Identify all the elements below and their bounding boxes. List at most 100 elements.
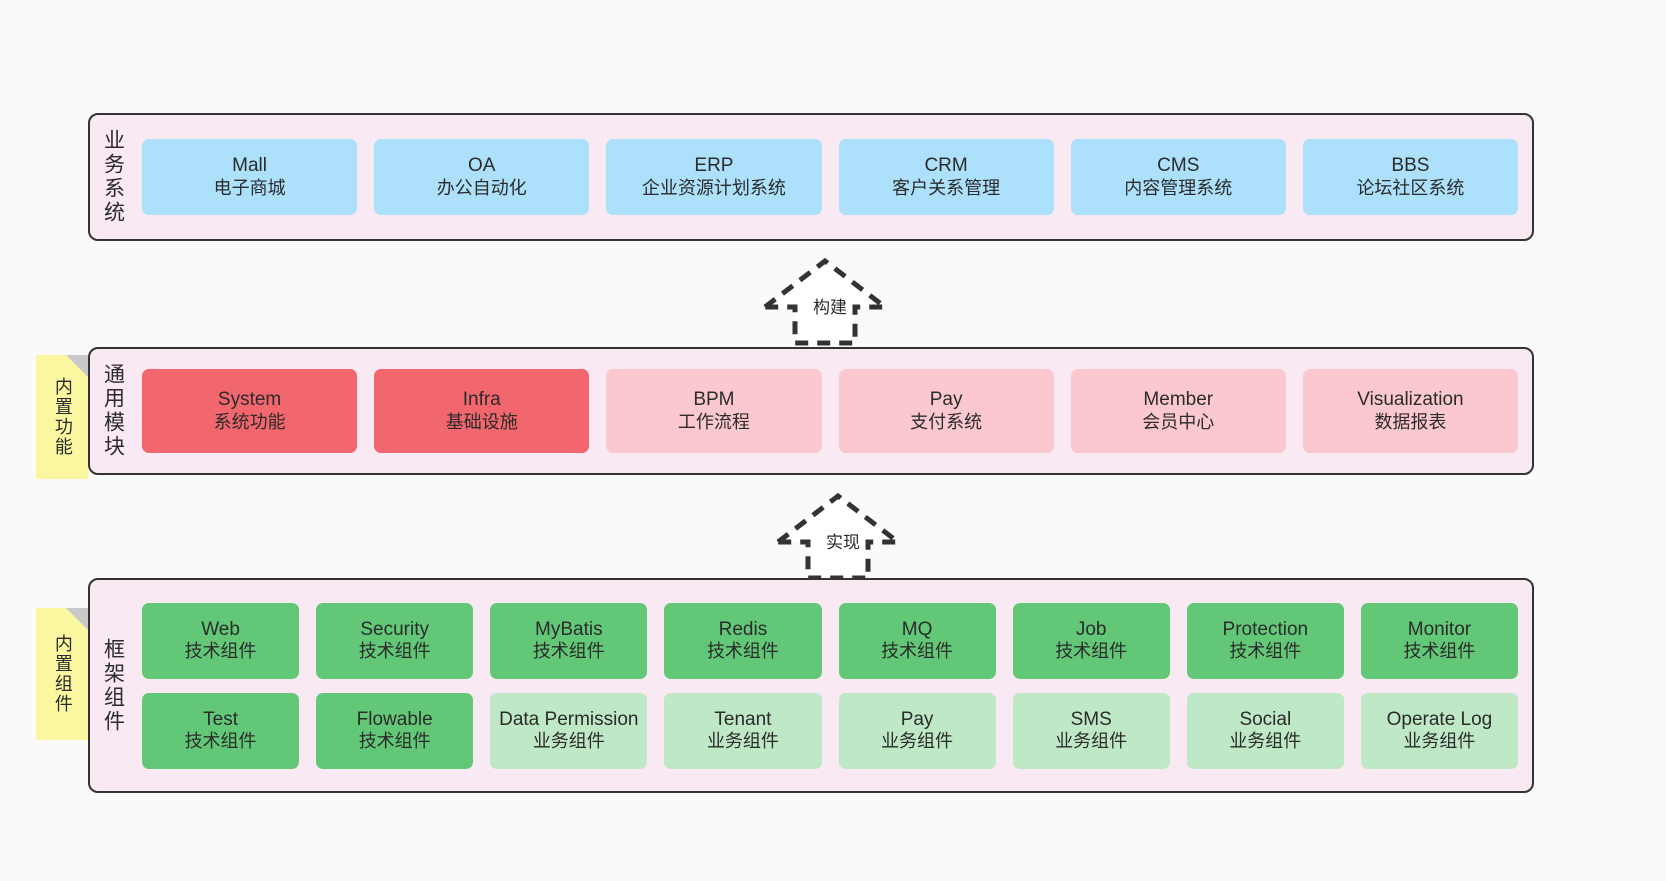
- card-erp-sub: 企业资源计划系统: [641, 177, 786, 198]
- card-visualization-sub: 数据报表: [1374, 411, 1447, 432]
- card-flowable-name: Flowable: [356, 708, 433, 730]
- card-redis-sub: 技术组件: [706, 641, 779, 662]
- card-mybatis-sub: 技术组件: [532, 641, 605, 662]
- card-monitor-sub: 技术组件: [1403, 641, 1476, 662]
- card-mall[interactable]: Mall 电子商城: [142, 139, 358, 215]
- card-cms-sub: 内容管理系统: [1124, 177, 1233, 198]
- card-oa[interactable]: OA 办公自动化: [374, 139, 590, 215]
- card-member-sub: 会员中心: [1142, 411, 1215, 432]
- card-bpm-sub: 工作流程: [677, 411, 750, 432]
- card-test-sub: 技术组件: [184, 731, 257, 752]
- card-sms[interactable]: SMS 业务组件: [1012, 692, 1170, 769]
- card-job[interactable]: Job 技术组件: [1012, 602, 1170, 679]
- card-member-name: Member: [1143, 389, 1214, 411]
- card-tenant-name: Tenant: [714, 708, 772, 730]
- sticky-note-builtin-features: 内置功能: [36, 355, 88, 479]
- card-cms[interactable]: CMS 内容管理系统: [1070, 139, 1286, 215]
- card-sms-sub: 业务组件: [1055, 731, 1128, 752]
- card-protection-name: Protection: [1222, 618, 1309, 640]
- card-operate-log[interactable]: Operate Log 业务组件: [1360, 692, 1518, 769]
- card-bbs-name: BBS: [1391, 155, 1430, 177]
- layer-business-system-title: 业务系统: [101, 129, 125, 225]
- card-security[interactable]: Security 技术组件: [316, 602, 474, 679]
- card-crm[interactable]: CRM 客户关系管理: [838, 139, 1054, 215]
- card-infra-sub: 基础设施: [445, 411, 518, 432]
- card-oa-sub: 办公自动化: [436, 177, 527, 198]
- layer-common-modules: 通用模块 System 系统功能 Infra 基础设施 BPM 工作流程 Pay…: [88, 347, 1534, 475]
- card-tenant-sub: 业务组件: [706, 731, 779, 752]
- card-mybatis[interactable]: MyBatis 技术组件: [490, 602, 648, 679]
- card-operate-log-sub: 业务组件: [1403, 731, 1476, 752]
- card-mq-name: MQ: [901, 618, 933, 640]
- card-monitor-name: Monitor: [1407, 618, 1472, 640]
- card-member[interactable]: Member 会员中心: [1070, 369, 1286, 453]
- card-flowable-sub: 技术组件: [358, 731, 431, 752]
- card-cms-name: CMS: [1157, 155, 1200, 177]
- card-flowable[interactable]: Flowable 技术组件: [316, 692, 474, 769]
- card-mq-sub: 技术组件: [881, 641, 954, 662]
- layer-framework-components-title: 框架组件: [101, 637, 125, 734]
- card-job-name: Job: [1075, 618, 1107, 640]
- card-visualization[interactable]: Visualization 数据报表: [1302, 369, 1519, 453]
- card-pay-component[interactable]: Pay 业务组件: [838, 692, 996, 769]
- card-data-permission[interactable]: Data Permission 业务组件: [490, 692, 648, 769]
- card-bpm-name: BPM: [693, 389, 735, 411]
- card-system[interactable]: System 系统功能: [142, 369, 358, 453]
- layer-business-system: 业务系统 Mall 电子商城 OA 办公自动化 ERP 企业资源计划系统 CRM…: [88, 113, 1534, 241]
- card-mall-name: Mall: [232, 155, 267, 177]
- card-protection[interactable]: Protection 技术组件: [1186, 602, 1344, 679]
- card-mybatis-name: MyBatis: [535, 618, 603, 640]
- build-arrow-icon: [757, 257, 893, 346]
- card-job-sub: 技术组件: [1055, 641, 1128, 662]
- card-crm-name: CRM: [924, 155, 968, 177]
- framework-tech-row: Web 技术组件 Security 技术组件 MyBatis 技术组件 Redi…: [142, 602, 1518, 679]
- note-fold-corner-icon: [66, 608, 88, 630]
- card-security-name: Security: [360, 618, 429, 640]
- layer-framework-components: 框架组件 Web 技术组件 Security 技术组件 MyBatis 技术组件…: [88, 578, 1534, 793]
- layer-business-system-body: Mall 电子商城 OA 办公自动化 ERP 企业资源计划系统 CRM 客户关系…: [136, 115, 1532, 239]
- card-social-sub: 业务组件: [1229, 731, 1302, 752]
- card-erp[interactable]: ERP 企业资源计划系统: [606, 139, 822, 215]
- card-infra-name: Infra: [462, 389, 501, 411]
- layer-common-modules-body: System 系统功能 Infra 基础设施 BPM 工作流程 Pay 支付系统…: [136, 349, 1532, 473]
- card-monitor[interactable]: Monitor 技术组件: [1360, 602, 1518, 679]
- card-redis[interactable]: Redis 技术组件: [664, 602, 822, 679]
- card-security-sub: 技术组件: [358, 641, 431, 662]
- card-social[interactable]: Social 业务组件: [1186, 692, 1344, 769]
- card-pay-module[interactable]: Pay 支付系统: [838, 369, 1054, 453]
- modules-card-row: System 系统功能 Infra 基础设施 BPM 工作流程 Pay 支付系统…: [142, 369, 1519, 453]
- card-crm-sub: 客户关系管理: [892, 177, 1001, 198]
- card-oa-name: OA: [468, 155, 496, 177]
- card-data-permission-sub: 业务组件: [532, 731, 605, 752]
- card-infra[interactable]: Infra 基础设施: [374, 369, 590, 453]
- card-redis-name: Redis: [718, 618, 768, 640]
- card-system-sub: 系统功能: [213, 411, 286, 432]
- card-web[interactable]: Web 技术组件: [142, 602, 300, 679]
- card-bbs-sub: 论坛社区系统: [1356, 177, 1465, 198]
- card-pay-module-name: Pay: [929, 389, 963, 411]
- card-social-name: Social: [1239, 708, 1292, 730]
- layer-common-modules-title: 通用模块: [101, 363, 125, 459]
- layer-framework-components-body: Web 技术组件 Security 技术组件 MyBatis 技术组件 Redi…: [136, 580, 1532, 791]
- card-pay-module-sub: 支付系统: [910, 411, 983, 432]
- card-visualization-name: Visualization: [1357, 389, 1464, 411]
- card-web-name: Web: [201, 618, 240, 640]
- card-data-permission-name: Data Permission: [499, 708, 639, 730]
- card-system-name: System: [217, 389, 282, 411]
- connector-implement: 实现: [768, 490, 918, 582]
- card-tenant[interactable]: Tenant 业务组件: [664, 692, 822, 769]
- framework-business-row: Test 技术组件 Flowable 技术组件 Data Permission …: [142, 692, 1518, 769]
- card-bpm[interactable]: BPM 工作流程: [606, 369, 822, 453]
- card-mq[interactable]: MQ 技术组件: [838, 602, 996, 679]
- card-bbs[interactable]: BBS 论坛社区系统: [1302, 139, 1519, 215]
- connector-build: 构建: [755, 255, 905, 347]
- card-erp-name: ERP: [694, 155, 734, 177]
- card-web-sub: 技术组件: [184, 641, 257, 662]
- card-sms-name: SMS: [1070, 708, 1112, 730]
- card-protection-sub: 技术组件: [1229, 641, 1302, 662]
- card-pay-component-sub: 业务组件: [881, 731, 954, 752]
- card-pay-component-name: Pay: [900, 708, 934, 730]
- card-test[interactable]: Test 技术组件: [142, 692, 300, 769]
- sticky-note-builtin-components: 内置组件: [36, 608, 88, 740]
